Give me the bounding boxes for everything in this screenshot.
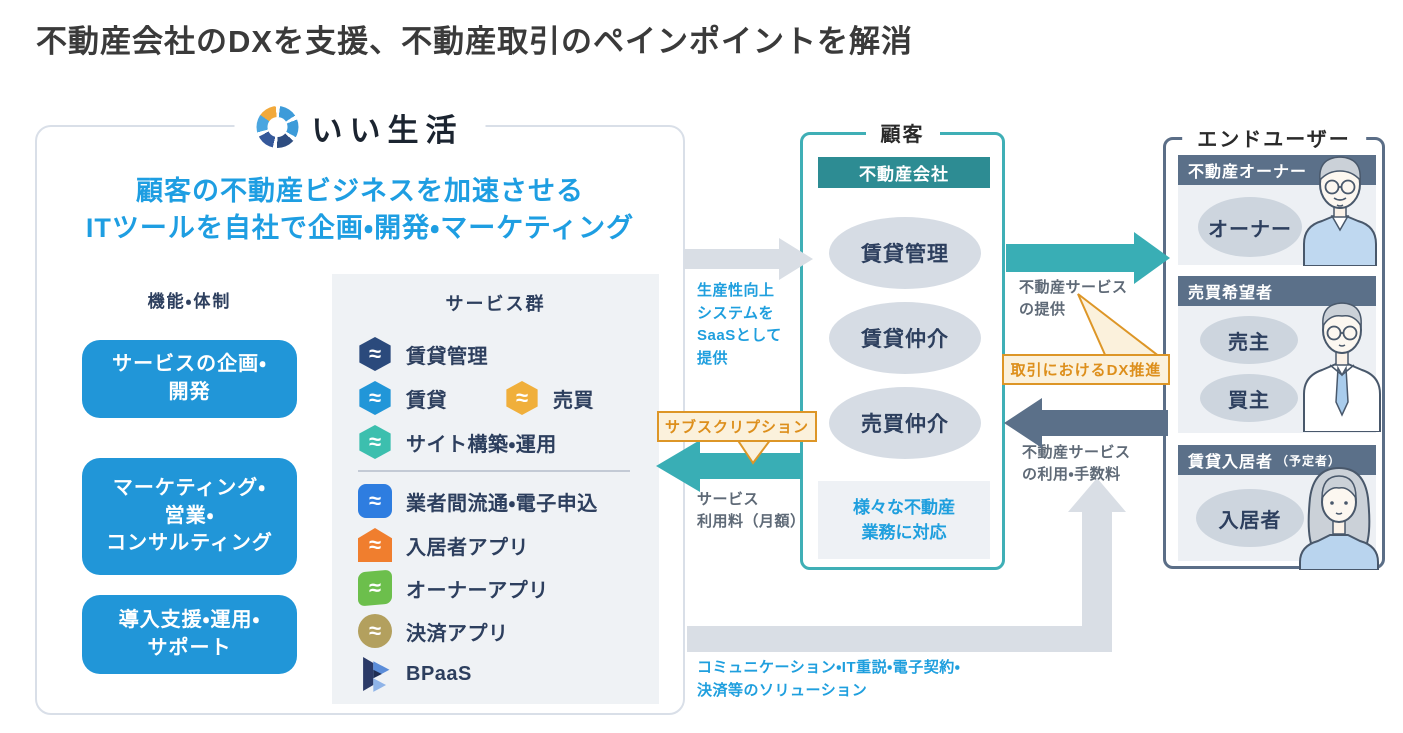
services-panel: サービス群 ≈ 賃貸管理 ≈ 賃貸 ≈ 売買 ≈ サイト構築・運用 ≈ 業者間流… bbox=[332, 274, 659, 704]
bpaas-logo-icon bbox=[358, 657, 392, 692]
service-label: 賃貸管理 bbox=[406, 345, 488, 368]
services-divider bbox=[358, 470, 630, 472]
rental-management-icon: ≈ bbox=[359, 337, 391, 371]
service-label: オーナーアプリ bbox=[406, 579, 549, 602]
service-label: BPaaS bbox=[406, 662, 472, 685]
customer-item-rental-management: 賃貸管理 bbox=[829, 217, 981, 289]
service-label: 賃貸 bbox=[406, 389, 447, 412]
owner-app-icon: ≈ bbox=[358, 569, 392, 607]
service-row: ≈ 賃貸 ≈ 売買 bbox=[358, 381, 594, 415]
sales-icon: ≈ bbox=[506, 381, 538, 415]
page-title: 不動産会社のDXを支援、不動産取引のペインポイントを解消 bbox=[36, 24, 914, 59]
customer-box: 顧客 不動産会社 賃貸管理 賃貸仲介 売買仲介 様々な不動産 業務に対応 bbox=[800, 118, 1005, 570]
service-provide-label: 不動産サービス の提供 bbox=[1019, 279, 1128, 318]
service-row: ≈ 業者間流通・電子申込 bbox=[358, 484, 598, 518]
woman-illustration bbox=[1299, 466, 1379, 570]
service-row: BPaaS bbox=[358, 657, 472, 692]
function-bubble-planning: サービスの企画・ 開発 bbox=[82, 340, 297, 418]
company-logo-icon bbox=[256, 106, 299, 148]
role-buyer: 買主 bbox=[1200, 374, 1298, 422]
rental-icon: ≈ bbox=[359, 381, 391, 415]
service-label: サイト構築・運用 bbox=[406, 433, 557, 456]
enduser-group-header-suffix: （予定者） bbox=[1276, 453, 1342, 468]
customer-item-sales-brokerage: 売買仲介 bbox=[829, 387, 981, 459]
solution-label: コミュニケーション・IT重説・電子契約・ 決済等のソリューション bbox=[697, 659, 961, 699]
function-bubble-marketing: マーケティング・ 営業・ コンサルティング bbox=[82, 458, 297, 575]
enduser-label: エンドユーザー bbox=[1182, 123, 1366, 152]
resident-app-icon: ≈ bbox=[358, 528, 392, 562]
payment-app-icon: ≈ bbox=[358, 614, 392, 648]
subscription-badge: サブスクリプション bbox=[657, 411, 817, 442]
role-owner: オーナー bbox=[1198, 197, 1302, 257]
service-label: 決済アプリ bbox=[406, 622, 509, 645]
service-row: ≈ 入居者アプリ bbox=[358, 528, 529, 562]
role-seller: 売主 bbox=[1200, 316, 1298, 364]
subscription-badge-tail bbox=[735, 438, 773, 465]
enduser-group-header-text: 売買希望者 bbox=[1188, 285, 1274, 302]
company-headline: 顧客の不動産ビジネスを加速させる ITツールを自社で企画・開発・マーケティング bbox=[85, 176, 635, 244]
service-label: 入居者アプリ bbox=[406, 536, 529, 559]
enduser-group-header: 売買希望者 bbox=[1178, 276, 1376, 306]
elderly-man-illustration bbox=[1303, 156, 1377, 266]
service-row: ≈ サイト構築・運用 bbox=[358, 425, 557, 459]
dx-promotion-badge: 取引におけるDX推進 bbox=[1002, 354, 1170, 385]
service-label: 業者間流通・電子申込 bbox=[406, 492, 598, 515]
company-logo: いい生活 bbox=[234, 100, 486, 154]
service-row: ≈ オーナーアプリ bbox=[358, 569, 549, 607]
service-fee-label: サービス 利用料（月額） bbox=[697, 491, 806, 530]
company-name: いい生活 bbox=[311, 112, 464, 148]
customer-item-rental-brokerage: 賃貸仲介 bbox=[829, 302, 981, 374]
saas-provide-arrow bbox=[684, 238, 813, 280]
customer-note: 様々な不動産 業務に対応 bbox=[818, 481, 990, 559]
function-bubble-support: 導入支援・運用・ サポート bbox=[82, 595, 297, 674]
role-tenant: 入居者 bbox=[1196, 489, 1304, 547]
service-label: 売買 bbox=[553, 389, 594, 412]
functions-label: 機能・体制 bbox=[147, 292, 232, 311]
customer-label: 顧客 bbox=[865, 118, 940, 147]
service-row: ≈ 決済アプリ bbox=[358, 614, 509, 648]
company-box: いい生活 顧客の不動産ビジネスを加速させる ITツールを自社で企画・開発・マーケ… bbox=[35, 100, 685, 715]
customer-header: 不動産会社 bbox=[818, 157, 990, 188]
enduser-group-header-text: 不動産オーナー bbox=[1188, 164, 1308, 181]
site-building-icon: ≈ bbox=[359, 425, 391, 459]
service-usage-label: 不動産サービス の利用・手数料 bbox=[1022, 444, 1131, 483]
service-usage-arrow bbox=[1004, 398, 1168, 448]
service-row: ≈ 賃貸管理 bbox=[358, 337, 488, 371]
man-with-tie-illustration bbox=[1303, 302, 1381, 432]
enduser-box: エンドユーザー 不動産オーナー オーナー 売買希望者 売主 買 bbox=[1163, 123, 1385, 570]
enduser-group-header-text: 賃貸入居者 bbox=[1188, 454, 1274, 471]
saas-provide-label: 生産性向上 システムを SaaSとして 提供 bbox=[697, 282, 782, 367]
services-label: サービス群 bbox=[445, 294, 546, 314]
b2b-distribution-icon: ≈ bbox=[358, 484, 392, 518]
